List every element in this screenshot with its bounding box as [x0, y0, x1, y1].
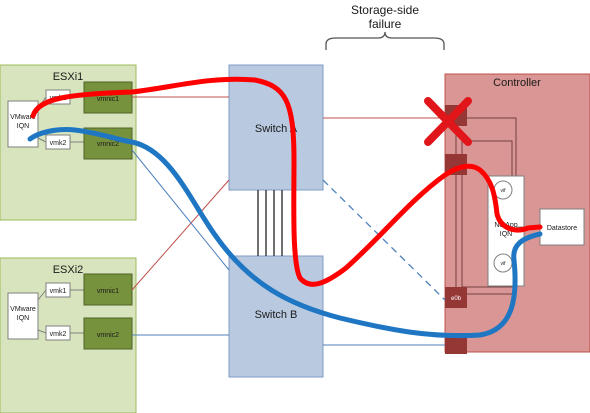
iqn-line2: IQN	[17, 123, 29, 130]
thin-links	[131, 96, 540, 346]
vmnic1-label: vmnic1	[97, 288, 119, 295]
vmnic1-box	[83, 273, 133, 306]
storage-failure-annotation: Storage-side failure	[325, 3, 445, 50]
switch-a: Switch A	[228, 64, 324, 191]
datastore-box	[539, 208, 585, 246]
vif-b-label: vif	[501, 261, 507, 267]
vmk2-label: vmk2	[50, 140, 67, 147]
host-esxi2: ESXi2 VMware IQN vmk1 vmk2 vmnic1 vmnic2	[0, 257, 137, 413]
vmnic1-label: vmnic1	[97, 96, 119, 103]
controller-port-3	[445, 287, 467, 308]
host-title: ESXi1	[53, 71, 84, 83]
iqn-line1: VMware	[10, 114, 36, 121]
vmnic2-box	[83, 317, 133, 350]
annotation-brace	[325, 31, 445, 50]
controller-port-3-label: e0b	[451, 296, 462, 302]
blue-path	[27, 127, 543, 339]
annotation-line2: failure	[369, 17, 402, 31]
annotation-line1: Storage-side	[351, 3, 419, 17]
vmk2-label: vmk2	[50, 331, 67, 338]
controller: Controller vif vif NetApp IQN Datastore …	[444, 73, 590, 354]
x-mark-icon	[424, 97, 472, 146]
iqn-line1: VMware	[10, 306, 36, 313]
iqn-line2: IQN	[17, 315, 29, 322]
switch-a-label: Switch A	[255, 123, 298, 135]
vmk1-label: vmk1	[50, 288, 67, 295]
vmnic2-label: vmnic2	[97, 141, 119, 148]
host-esxi1: ESXi1 VMware IQN vmk1 vmk2 vmnic1 vmnic2	[0, 64, 137, 221]
controller-title: Controller	[493, 77, 541, 89]
vmnic2-label: vmnic2	[97, 332, 119, 339]
inter-switch-links	[257, 190, 283, 256]
switch-b-label: Switch B	[255, 309, 298, 321]
red-path	[30, 76, 543, 287]
vif-a-label: vif	[501, 188, 507, 194]
vmware-iqn-box	[7, 292, 39, 340]
switch-b: Switch B	[228, 255, 324, 378]
controller-port-4	[445, 333, 467, 354]
netapp-iqn-line2: IQN	[500, 231, 512, 238]
vmnic1-box	[83, 81, 133, 114]
datastore-label: Datastore	[547, 225, 577, 232]
host-title: ESXi2	[53, 264, 84, 276]
